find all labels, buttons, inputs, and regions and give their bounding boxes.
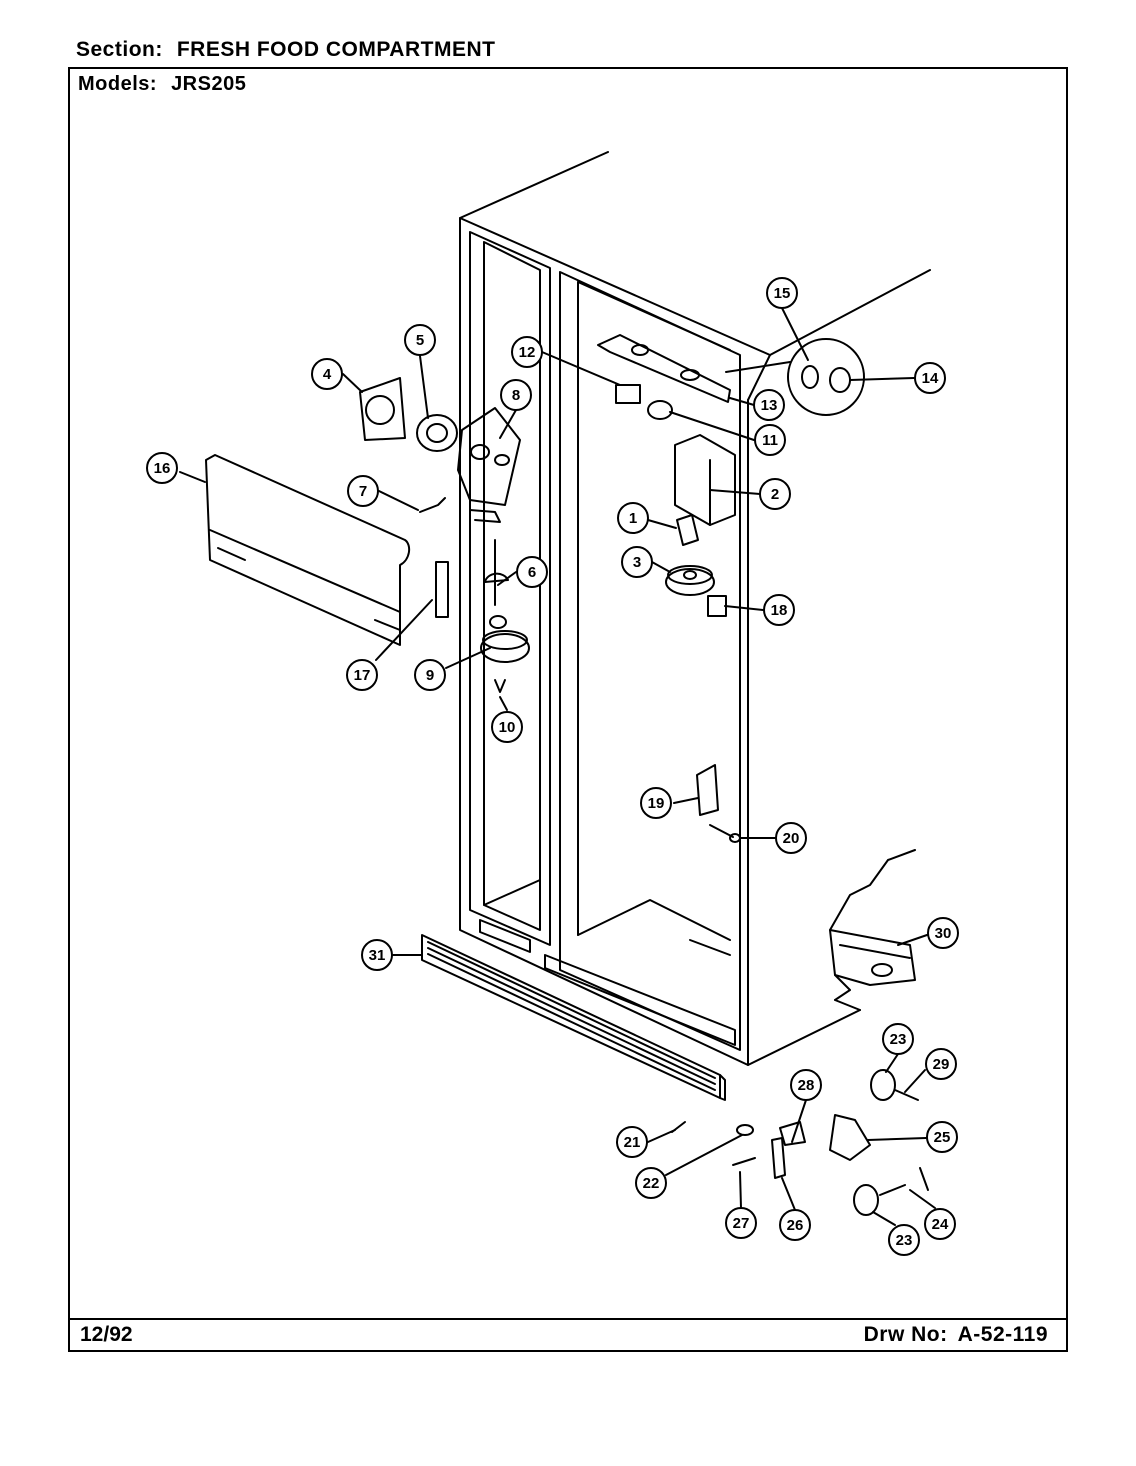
svg-text:14: 14 [922,370,939,387]
callout-23-bottom: 23 [888,1224,920,1256]
leader-lines [179,307,936,1226]
callout-6: 6 [516,556,548,588]
callout-15: 15 [766,277,798,309]
callout-29: 29 [925,1048,957,1080]
rear-corner-detail [829,849,916,1001]
footer-rule [68,1318,1068,1320]
models-label: Models: [78,73,158,95]
callout-3: 3 [621,546,653,578]
svg-text:23: 23 [896,1232,913,1249]
svg-text:12: 12 [519,344,536,361]
cabinet-body [459,151,931,1066]
callout-16: 16 [146,452,178,484]
svg-text:17: 17 [354,667,371,684]
control-housing-parts [359,377,521,523]
callout-14: 14 [914,362,946,394]
drawing-number-line: Drw No: A-52-119 [864,1323,1048,1347]
crisper-cover [205,454,411,646]
section-value: FRESH FOOD COMPARTMENT [176,38,496,61]
svg-text:20: 20 [783,830,800,847]
callout-30: 30 [927,917,959,949]
callout-7: 7 [347,475,379,507]
callout-1: 1 [617,502,649,534]
callout-18: 18 [763,594,795,626]
callout-10: 10 [491,711,523,743]
svg-text:11: 11 [762,432,778,449]
svg-text:31: 31 [369,947,386,964]
callout-13: 13 [753,389,785,421]
svg-text:4: 4 [323,366,332,383]
svg-text:9: 9 [426,667,434,684]
light-socket-parts [597,334,865,420]
callout-26: 26 [779,1209,811,1241]
callout-27: 27 [725,1207,757,1239]
svg-text:25: 25 [934,1129,951,1146]
svg-text:5: 5 [416,332,424,349]
callout-31: 31 [361,939,393,971]
models-value: JRS205 [171,73,247,95]
svg-text:19: 19 [648,795,665,812]
callout-17: 17 [346,659,378,691]
section-label: Section: [76,38,163,61]
callout-11: 11 [754,424,786,456]
svg-text:7: 7 [359,483,367,500]
callout-4: 4 [311,358,343,390]
svg-text:29: 29 [933,1056,950,1073]
svg-text:3: 3 [633,554,641,571]
svg-text:26: 26 [787,1217,804,1234]
lamp-control-parts [419,497,530,693]
svg-text:28: 28 [798,1077,815,1094]
callout-8: 8 [500,379,532,411]
callout-24: 24 [924,1208,956,1240]
svg-text:6: 6 [528,564,536,581]
svg-text:21: 21 [624,1134,641,1151]
callout-12: 12 [511,336,543,368]
svg-text:16: 16 [154,460,171,477]
svg-text:10: 10 [499,719,516,736]
svg-text:24: 24 [932,1216,949,1233]
drawing-number-label: Drw No: [863,1323,948,1346]
svg-text:1: 1 [629,510,637,527]
kickplate-grille [421,934,726,1101]
svg-text:2: 2 [771,486,779,503]
svg-text:15: 15 [774,285,791,302]
svg-text:30: 30 [935,925,952,942]
callout-19: 19 [640,787,672,819]
callout-9: 9 [414,659,446,691]
callout-25: 25 [926,1121,958,1153]
hinge-parts [671,1069,929,1216]
callout-23-top: 23 [882,1023,914,1055]
callout-21: 21 [616,1126,648,1158]
svg-text:13: 13 [761,397,778,414]
drawing-frame [68,67,1068,1352]
callout-5: 5 [404,324,436,356]
bracket-parts [696,764,741,843]
section-title: Section: FRESH FOOD COMPARTMENT [76,38,495,62]
callout-20: 20 [775,822,807,854]
svg-text:18: 18 [771,602,788,619]
svg-text:23: 23 [890,1031,907,1048]
svg-text:22: 22 [643,1175,660,1192]
thermostat-parts [665,434,736,617]
callout-22: 22 [635,1167,667,1199]
callout-2: 2 [759,478,791,510]
callout-28: 28 [790,1069,822,1101]
svg-text:27: 27 [733,1215,750,1232]
drawing-number-value: A-52-119 [957,1323,1048,1346]
models-line: Models: JRS205 [78,73,246,96]
drawing-date: 12/92 [80,1323,133,1346]
svg-text:8: 8 [512,387,520,404]
